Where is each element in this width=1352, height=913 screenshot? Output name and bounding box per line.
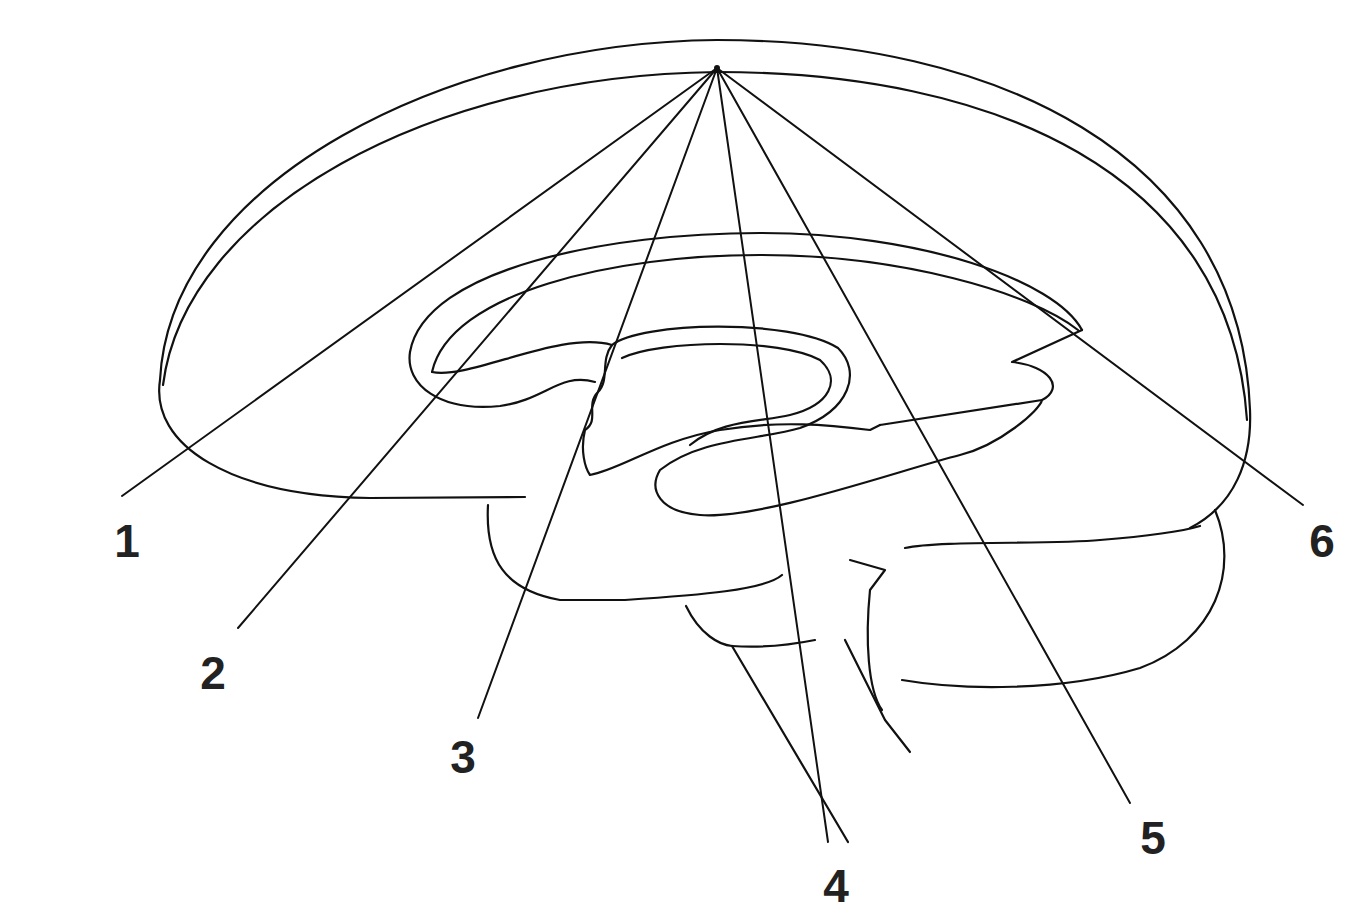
cerebellum [902, 510, 1224, 687]
medulla-back [845, 640, 910, 752]
leader-line [717, 68, 1303, 505]
leader-line [717, 68, 828, 842]
tentorium [905, 526, 1200, 548]
callout-number: 6 [1309, 518, 1335, 564]
callout-number: 1 [114, 518, 140, 564]
callout-number: 5 [1140, 815, 1166, 861]
thalamus [583, 345, 880, 475]
callout-number: 2 [200, 650, 226, 696]
callout-number: 3 [450, 734, 476, 780]
hemisphere-base [159, 380, 525, 498]
corpus-callosum-outer [410, 233, 1082, 352]
fourth-ventricle [850, 560, 885, 710]
leader-line [122, 68, 717, 496]
medulla-front [732, 646, 848, 842]
brainstem-front [488, 505, 782, 600]
hippocampus [700, 400, 1042, 515]
leader-line [238, 68, 717, 628]
fornix [612, 327, 850, 515]
leader-line [717, 68, 1130, 803]
cortex-line [163, 72, 1247, 420]
hemisphere-outline [160, 40, 1250, 410]
apex-dot [714, 65, 720, 71]
leader-line [478, 68, 717, 718]
corpus-callosum-inner [432, 255, 1078, 372]
callout-number: 4 [823, 863, 849, 909]
